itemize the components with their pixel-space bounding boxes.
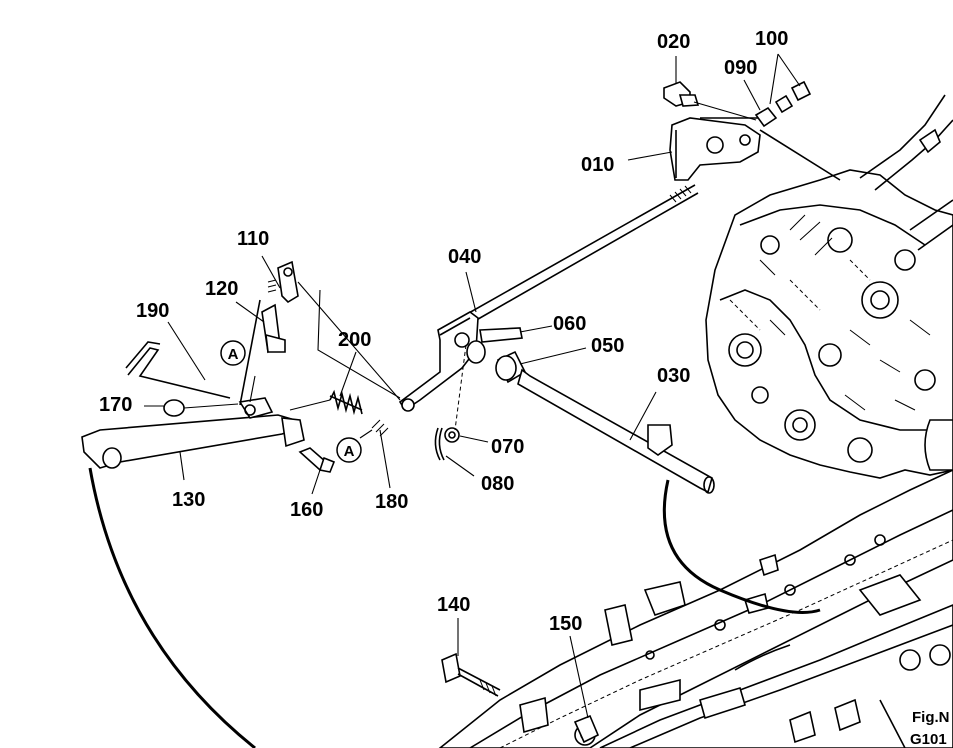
callout-letter: A [228,346,239,363]
part-label-110: 110 [237,228,269,250]
part-label-100: 100 [755,28,788,50]
part-label-190: 190 [136,300,169,322]
fasteners-160-170-180 [163,399,389,473]
lever-040 [398,311,479,412]
part-label-030: 030 [657,365,690,387]
part-label-050: 050 [591,335,624,357]
part-label-060: 060 [553,313,586,335]
tractor-frame [438,469,953,748]
figure-number-line2: G101 [910,731,947,748]
part-label-150: 150 [549,613,582,635]
spring-200 [289,389,363,416]
part-label-010: 010 [581,154,614,176]
part-label-020: 020 [657,31,690,53]
part-label-130: 130 [172,489,205,511]
callout-letter: A [344,443,355,460]
bracket-110-120 [261,260,401,401]
part-label-090: 090 [724,57,757,79]
transmission-housing [705,94,953,479]
part-label-070: 070 [491,436,524,458]
part-label-200: 200 [338,329,371,351]
part-label-140: 140 [437,594,470,616]
connection-curves [88,467,821,748]
small-hardware [434,327,527,461]
part-label-160: 160 [290,499,323,521]
part-label-180: 180 [375,491,408,513]
figure-number-line1: Fig.N [912,709,950,726]
part-label-170: 170 [99,394,132,416]
control-rod [459,184,699,327]
part-label-120: 120 [205,278,238,300]
callout-a-lower: A [336,437,362,463]
part-labels: 020 100 090 010 040 060 050 030 070 080 … [99,28,788,635]
rod-190 [125,341,231,399]
shaft-030 [517,368,715,494]
leader-lines [144,53,801,719]
bracket-assembly [663,80,841,181]
bolts-140-150 [441,652,600,744]
pedal-arm-130 [81,299,305,469]
part-label-080: 080 [481,473,514,495]
part-label-040: 040 [448,246,481,268]
figure-number: Fig.N G101 [910,709,950,748]
callout-a-upper: A [220,340,246,366]
